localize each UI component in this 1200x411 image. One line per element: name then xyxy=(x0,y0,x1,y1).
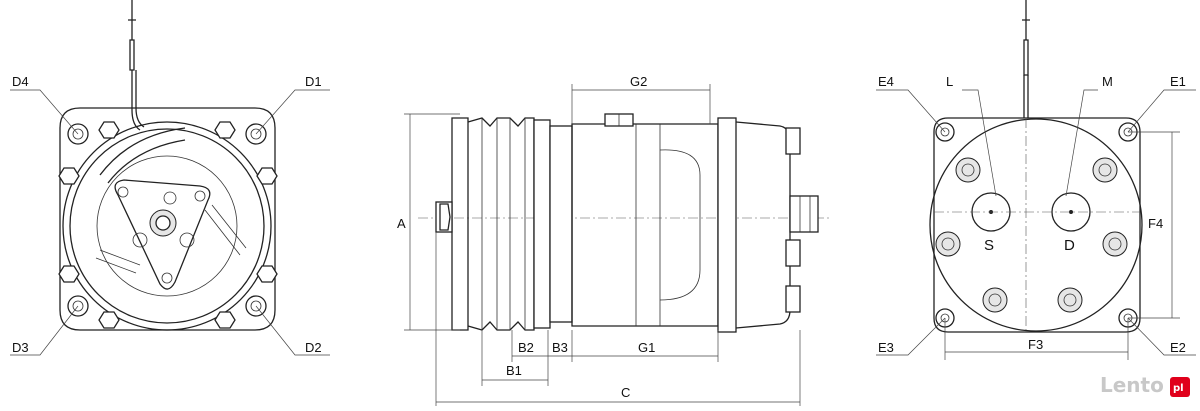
label-a: A xyxy=(397,216,406,231)
rear-bolts xyxy=(935,157,1128,313)
dim-f4 xyxy=(1128,131,1180,319)
side-view: A G2 B2 B3 G1 B1 C xyxy=(397,74,830,406)
dim-g2 xyxy=(571,84,711,124)
dim-f3 xyxy=(944,318,1129,360)
dim-b2-b3-g1 xyxy=(511,330,719,362)
dim-b1 xyxy=(481,330,549,386)
label-d1: D1 xyxy=(305,74,322,89)
label-d: D xyxy=(1064,237,1075,254)
label-e4: E4 xyxy=(878,74,894,89)
label-d3: D3 xyxy=(12,340,29,355)
label-l: L xyxy=(946,74,953,89)
label-g2: G2 xyxy=(630,74,647,89)
front-callouts xyxy=(10,89,330,356)
label-b2: B2 xyxy=(518,340,534,355)
front-view: D4 D1 D3 D2 xyxy=(10,0,330,356)
dim-a xyxy=(404,113,460,331)
label-g1: G1 xyxy=(638,340,655,355)
label-d4: D4 xyxy=(12,74,29,89)
label-d2: D2 xyxy=(305,340,322,355)
label-m: M xyxy=(1102,74,1113,89)
watermark-text: Lento xyxy=(1100,373,1164,397)
label-c: C xyxy=(621,385,630,400)
label-e2: E2 xyxy=(1170,340,1186,355)
label-b1: B1 xyxy=(506,363,522,378)
watermark-badge xyxy=(1170,377,1190,397)
lento-watermark-logo: Lento pl xyxy=(1100,373,1190,397)
label-f4: F4 xyxy=(1148,216,1163,231)
label-b3: B3 xyxy=(552,340,568,355)
label-e3: E3 xyxy=(878,340,894,355)
front-corner-bolts xyxy=(58,121,278,329)
label-f3: F3 xyxy=(1028,337,1043,352)
watermark-badge-text: pl xyxy=(1173,383,1184,394)
dim-c xyxy=(435,232,801,406)
label-e1: E1 xyxy=(1170,74,1186,89)
label-s: S xyxy=(984,237,994,254)
rear-view: E4 L M E1 E3 F3 E2 F4 S D xyxy=(876,0,1196,360)
